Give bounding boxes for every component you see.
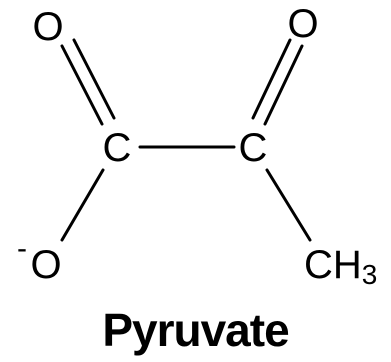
atoms: O O C C - O CH3 [17, 2, 377, 290]
atom-carbon-right: C [239, 126, 268, 170]
atom-carbon-left: C [103, 126, 132, 170]
bond-double-right-b [263, 44, 304, 126]
atom-oxygen-top-right: O [287, 2, 318, 46]
atom-oxygen-top-left: O [32, 5, 63, 49]
methyl-subscript: 3 [362, 259, 378, 290]
bond-double-left-b [72, 38, 116, 120]
molecule-name: Pyruvate [102, 304, 289, 356]
methyl-group: CH3 [304, 243, 377, 290]
bond-carbon-oxygen [60, 168, 105, 242]
bond-double-left-a [60, 44, 104, 126]
bonds [60, 38, 312, 242]
bond-double-right-a [251, 38, 292, 120]
bond-carbon-methyl [265, 168, 312, 242]
oxygen-charge: - [17, 232, 27, 265]
atom-oxygen-bottom: O [30, 243, 61, 287]
methyl-main: CH [304, 243, 362, 287]
